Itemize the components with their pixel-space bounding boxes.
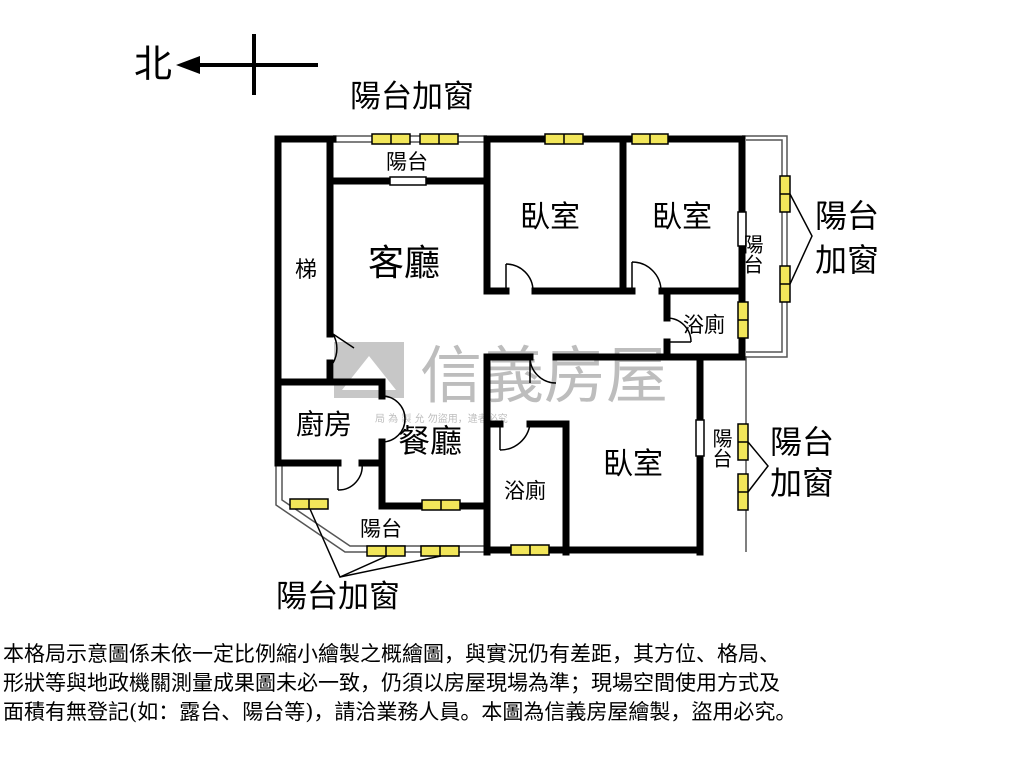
room-bathroom-2: 浴廁 bbox=[504, 479, 546, 503]
door-bathroom-2 bbox=[499, 423, 531, 451]
door-bedroom-3 bbox=[529, 356, 557, 384]
callout-lines bbox=[309, 193, 813, 578]
room-labels: 客廳 餐廳 廚房 梯 臥室 臥室 臥室 浴廁 浴廁 陽台 陽台 陽台 陽台 bbox=[295, 150, 764, 541]
room-kitchen: 廚房 bbox=[296, 408, 352, 441]
disclaimer-line-1: 本格局示意圖係未依一定比例縮小繪製之概繪圖，與實況仍有差距，其方位、格局、 bbox=[3, 642, 780, 666]
disclaimer: 本格局示意圖係未依一定比例縮小繪製之概繪圖，與實況仍有差距，其方位、格局、 形狀… bbox=[3, 640, 1021, 727]
room-living: 客廳 bbox=[368, 243, 440, 284]
window-annotations: 陽台加窗 陽台加窗 陽台 加窗 陽台 加窗 bbox=[276, 79, 889, 615]
room-balcony-mid-right: 陽台 bbox=[709, 428, 733, 468]
watermark-notice: 局 為 製 允 勿盜用，違者必究 bbox=[375, 412, 508, 425]
annotation-window-right-lower: 陽台 加窗 bbox=[770, 423, 844, 502]
walls bbox=[274, 135, 746, 556]
north-compass: 北 bbox=[134, 34, 318, 95]
annotation-window-top: 陽台加窗 bbox=[350, 79, 474, 115]
room-dining: 餐廳 bbox=[398, 422, 462, 460]
room-balcony-top: 陽台 bbox=[386, 150, 428, 174]
north-label: 北 bbox=[134, 42, 172, 86]
room-bedroom-2: 臥室 bbox=[652, 200, 712, 235]
doors bbox=[332, 261, 692, 491]
floor-plan: 信義房屋 局 為 製 允 勿盜用，違者必究 北 bbox=[134, 34, 889, 615]
room-bedroom-1: 臥室 bbox=[520, 200, 580, 235]
door-bathroom-1 bbox=[666, 317, 692, 343]
annotation-window-right-upper-line1: 陽台 bbox=[815, 197, 879, 235]
sliding-doors bbox=[389, 176, 747, 457]
room-stairs: 梯 bbox=[295, 258, 317, 283]
watermark: 信義房屋 局 為 製 允 勿盜用，違者必究 bbox=[334, 339, 668, 425]
door-stairs bbox=[332, 333, 355, 364]
room-balcony-bottom: 陽台 bbox=[360, 517, 402, 541]
room-balcony-right: 陽台 bbox=[740, 234, 764, 274]
door-bedroom-1 bbox=[505, 263, 534, 292]
watermark-brand: 信義房屋 bbox=[420, 339, 668, 412]
room-bedroom-3: 臥室 bbox=[603, 447, 663, 482]
annotation-window-bottom: 陽台加窗 bbox=[276, 579, 400, 615]
annotation-window-right-upper-line2: 加窗 bbox=[815, 241, 879, 279]
annotation-window-right-upper: 陽台 加窗 bbox=[815, 197, 889, 279]
room-bathroom-1: 浴廁 bbox=[683, 313, 725, 337]
door-dining bbox=[381, 395, 406, 443]
disclaimer-line-3: 面積有無登記(如：露台、陽台等)，請洽業務人員。本圖為信義房屋繪製，盜用必究。 bbox=[3, 700, 797, 724]
door-kitchen bbox=[337, 462, 363, 491]
door-bedroom-2 bbox=[631, 261, 662, 292]
disclaimer-line-2: 形狀等與地政機關測量成果圖未必一致，仍須以房屋現場為準；現場空間使用方式及 bbox=[3, 671, 780, 695]
